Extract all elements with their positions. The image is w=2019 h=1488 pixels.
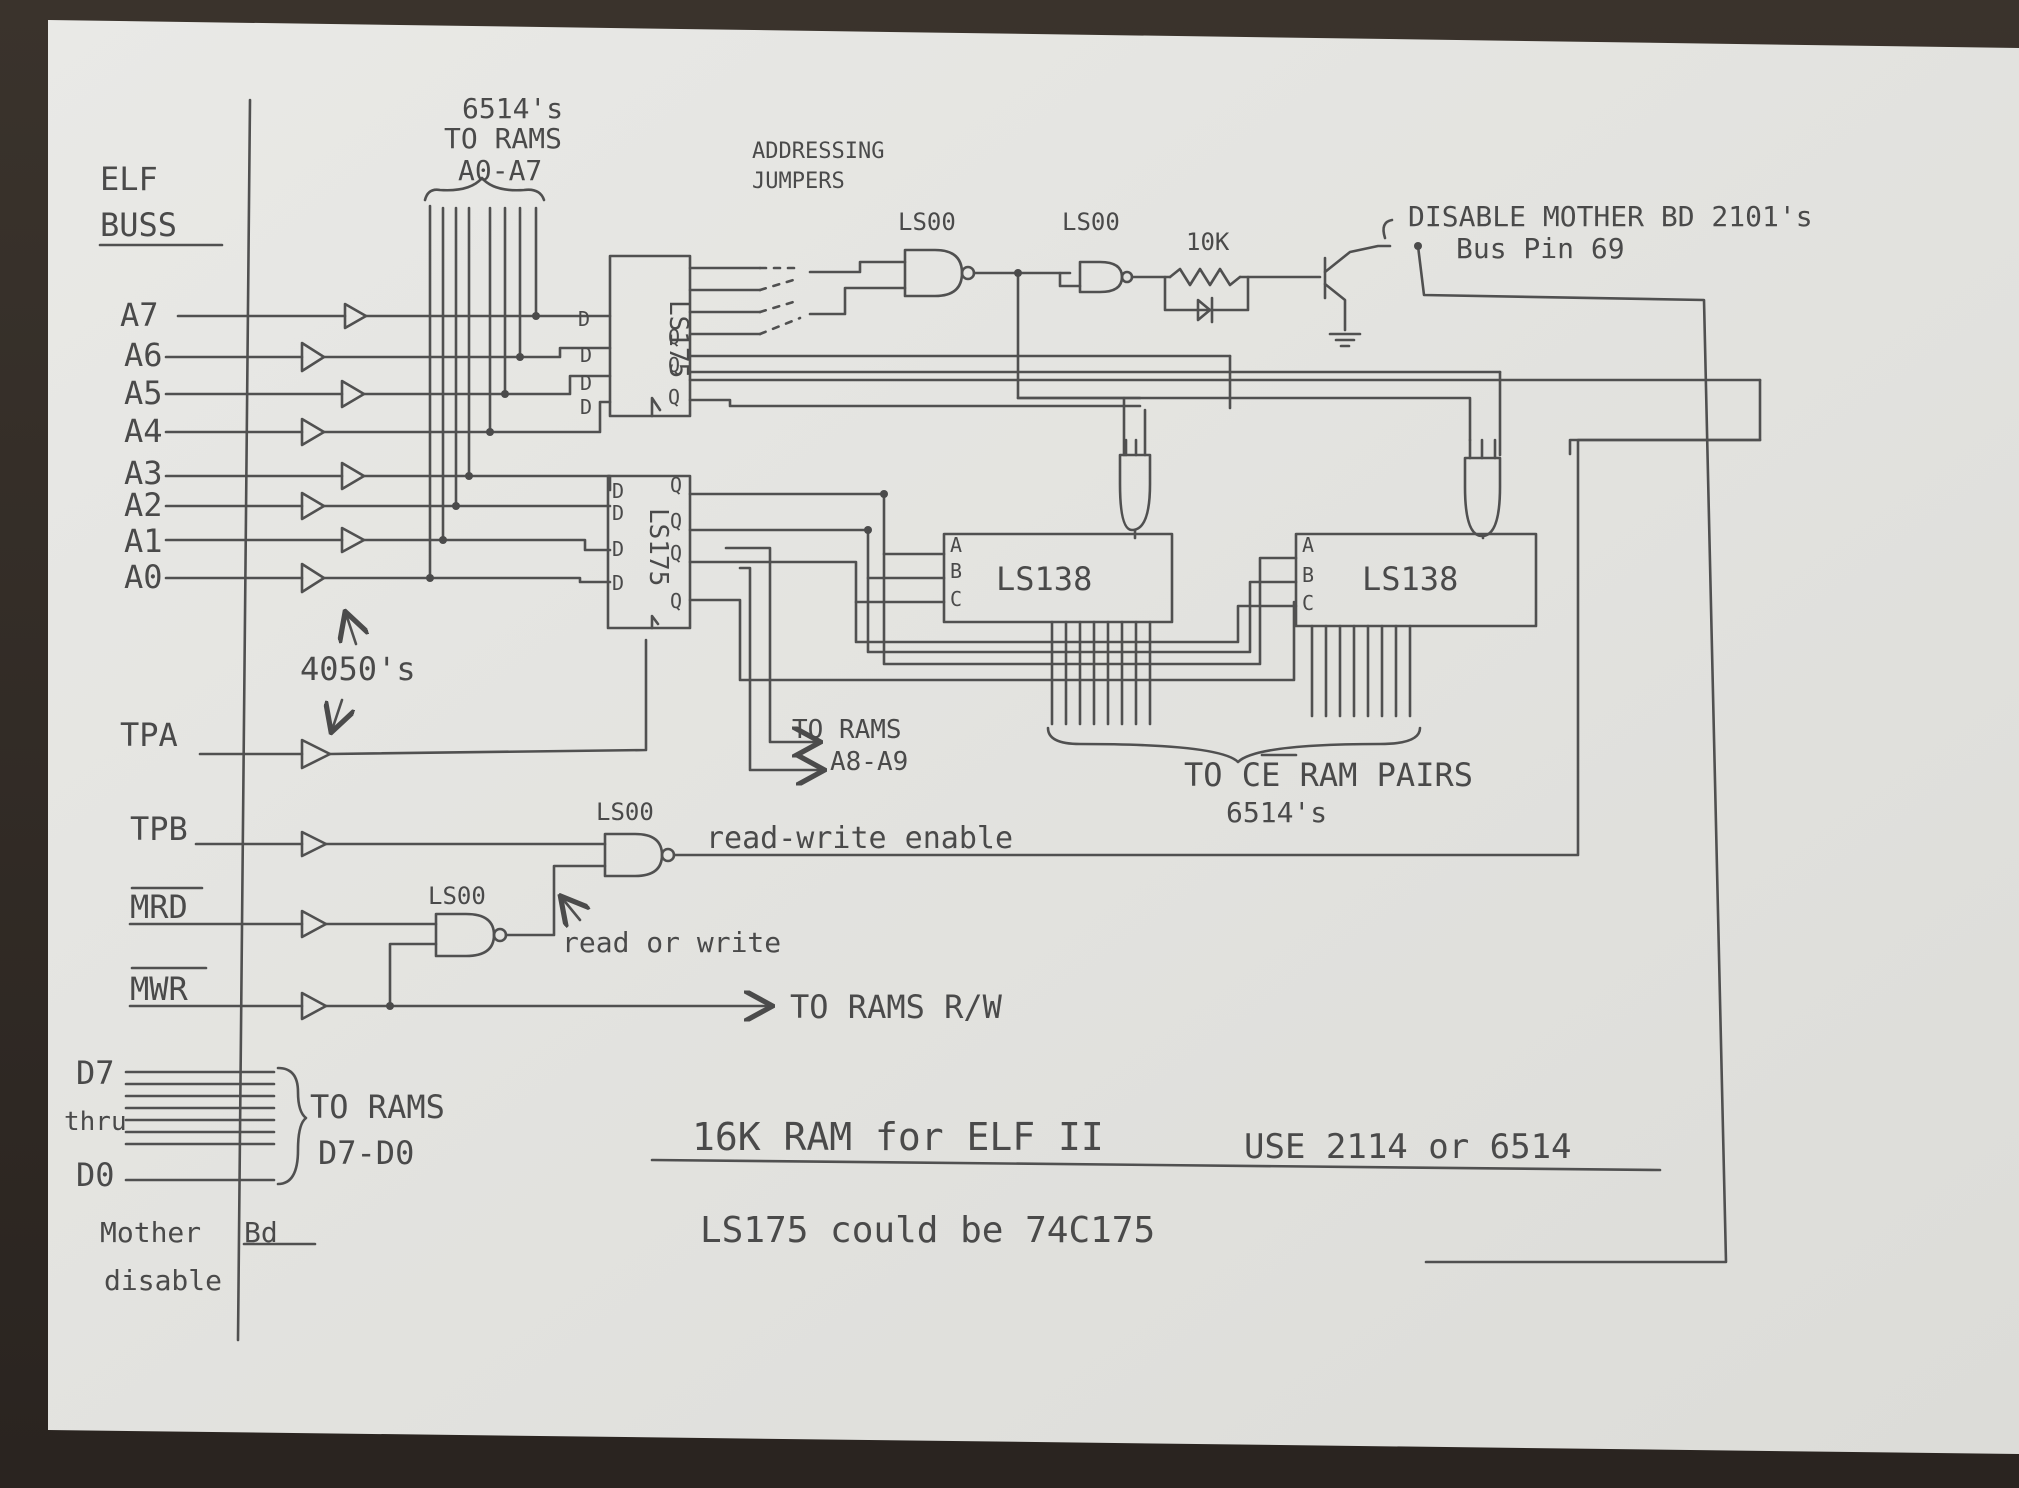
decoder-ls138-2 (1294, 532, 1538, 628)
address-buffers (164, 302, 368, 594)
jumpers-label-line1: ADDRESSING (752, 139, 884, 164)
data-lines (124, 1066, 308, 1186)
lower-ls175 (606, 474, 692, 630)
ls175-note: LS175 could be 74C175 (700, 1210, 1155, 1251)
pin-labels: D D D D D D D D Q Q Q Q Q Q Q A B C A B … (578, 307, 1314, 615)
svg-text:Q: Q (670, 473, 682, 497)
svg-text:D: D (612, 537, 624, 561)
rw-enable-label: read-write enable (706, 821, 1013, 856)
buffer-label: 4050's (300, 650, 416, 688)
a8-a9-label-line2: A8-A9 (830, 747, 908, 777)
svg-text:Q: Q (668, 385, 680, 409)
label-a2: A2 (124, 486, 163, 524)
svg-text:D: D (580, 371, 592, 395)
title-underline (650, 1158, 1662, 1172)
svg-text:D: D (612, 501, 624, 525)
nand-2-label: LS00 (1062, 208, 1120, 236)
svg-text:C: C (950, 587, 962, 611)
mother-disable-line2: disable (104, 1264, 222, 1297)
diode (1196, 296, 1214, 324)
label-mrd: MRD (130, 888, 188, 926)
data-dest-line1: TO RAMS (310, 1088, 445, 1126)
top-label-line2: TO RAMS (444, 122, 562, 155)
top-label-line3: A0-A7 (458, 154, 542, 187)
bus-title-line1: ELF (100, 160, 158, 198)
svg-text:Q: Q (670, 589, 682, 613)
bus-line (236, 98, 252, 1342)
disable-label-line2: Bus Pin 69 (1456, 232, 1625, 265)
resistor-label: 10K (1186, 228, 1230, 256)
nand-1-label: LS00 (898, 208, 956, 236)
schematic-title: 16K RAM for ELF II (692, 1115, 1104, 1159)
svg-text:Q: Q (668, 353, 680, 377)
label-a5: A5 (124, 374, 163, 412)
top-label-line1: 6514's (462, 92, 563, 125)
svg-text:D: D (578, 307, 590, 331)
svg-text:D: D (612, 571, 624, 595)
resistor-10k (1168, 267, 1242, 287)
upper-ls175 (608, 254, 692, 418)
use-note: USE 2114 or 6514 (1244, 1127, 1572, 1167)
svg-text:B: B (1302, 563, 1314, 587)
label-mwr: MWR (130, 970, 189, 1008)
decoder-enable-and-gate-1 (1118, 453, 1152, 532)
decoder-1-label: LS138 (996, 560, 1092, 598)
label-thru: thru (64, 1107, 127, 1137)
svg-text:Q: Q (670, 509, 682, 533)
label-a6: A6 (124, 336, 163, 374)
svg-text:D: D (612, 479, 624, 503)
decoder-outputs (1046, 620, 1422, 764)
junction-dots (386, 242, 1422, 1010)
svg-text:B: B (950, 559, 962, 583)
mother-bd: Bd (244, 1216, 278, 1249)
svg-text:C: C (1302, 591, 1314, 615)
svg-text:Q: Q (668, 325, 680, 349)
data-dest-line2: D7-D0 (318, 1134, 414, 1172)
mother-disable-line1: Mother (100, 1216, 201, 1249)
svg-text:A: A (1302, 533, 1314, 557)
label-a7: A7 (120, 296, 159, 334)
paper-sheet (48, 20, 2019, 1454)
nand-4-label: LS00 (428, 882, 486, 910)
label-d0: D0 (76, 1156, 115, 1194)
lower-ls175-label: LS175 (643, 508, 673, 586)
to-rams-rw-label: TO RAMS R/W (790, 988, 1003, 1026)
label-a0: A0 (124, 558, 163, 596)
nand-3-label: LS00 (596, 798, 654, 826)
bus-title-line2: BUSS (100, 206, 177, 244)
to-ce-label-line1: TO CE RAM PAIRS (1184, 756, 1473, 794)
address-bundle (423, 176, 546, 580)
svg-text:D: D (580, 343, 592, 367)
label-tpb: TPB (130, 810, 188, 848)
svg-text:D: D (580, 395, 592, 419)
upper-ls175-label: LS175 (663, 300, 693, 378)
addressing-jumpers (758, 260, 907, 336)
jumpers-label-line2: JUMPERS (752, 169, 845, 194)
to-ce-label-line2: 6514's (1226, 796, 1327, 829)
label-tpa: TPA (120, 716, 178, 754)
a8-a9-label-line1: TO RAMS (792, 715, 902, 745)
svg-text:Q: Q (670, 541, 682, 565)
label-d7: D7 (76, 1054, 115, 1092)
read-or-write-label: read or write (562, 926, 781, 959)
label-a4: A4 (124, 412, 163, 450)
label-a1: A1 (124, 522, 163, 560)
disable-transistor (1323, 218, 1394, 348)
decoder-2-label: LS138 (1362, 560, 1458, 598)
svg-text:A: A (950, 533, 962, 557)
label-a3: A3 (124, 454, 163, 492)
disable-label-line1: DISABLE MOTHER BD 2101's (1408, 200, 1813, 233)
